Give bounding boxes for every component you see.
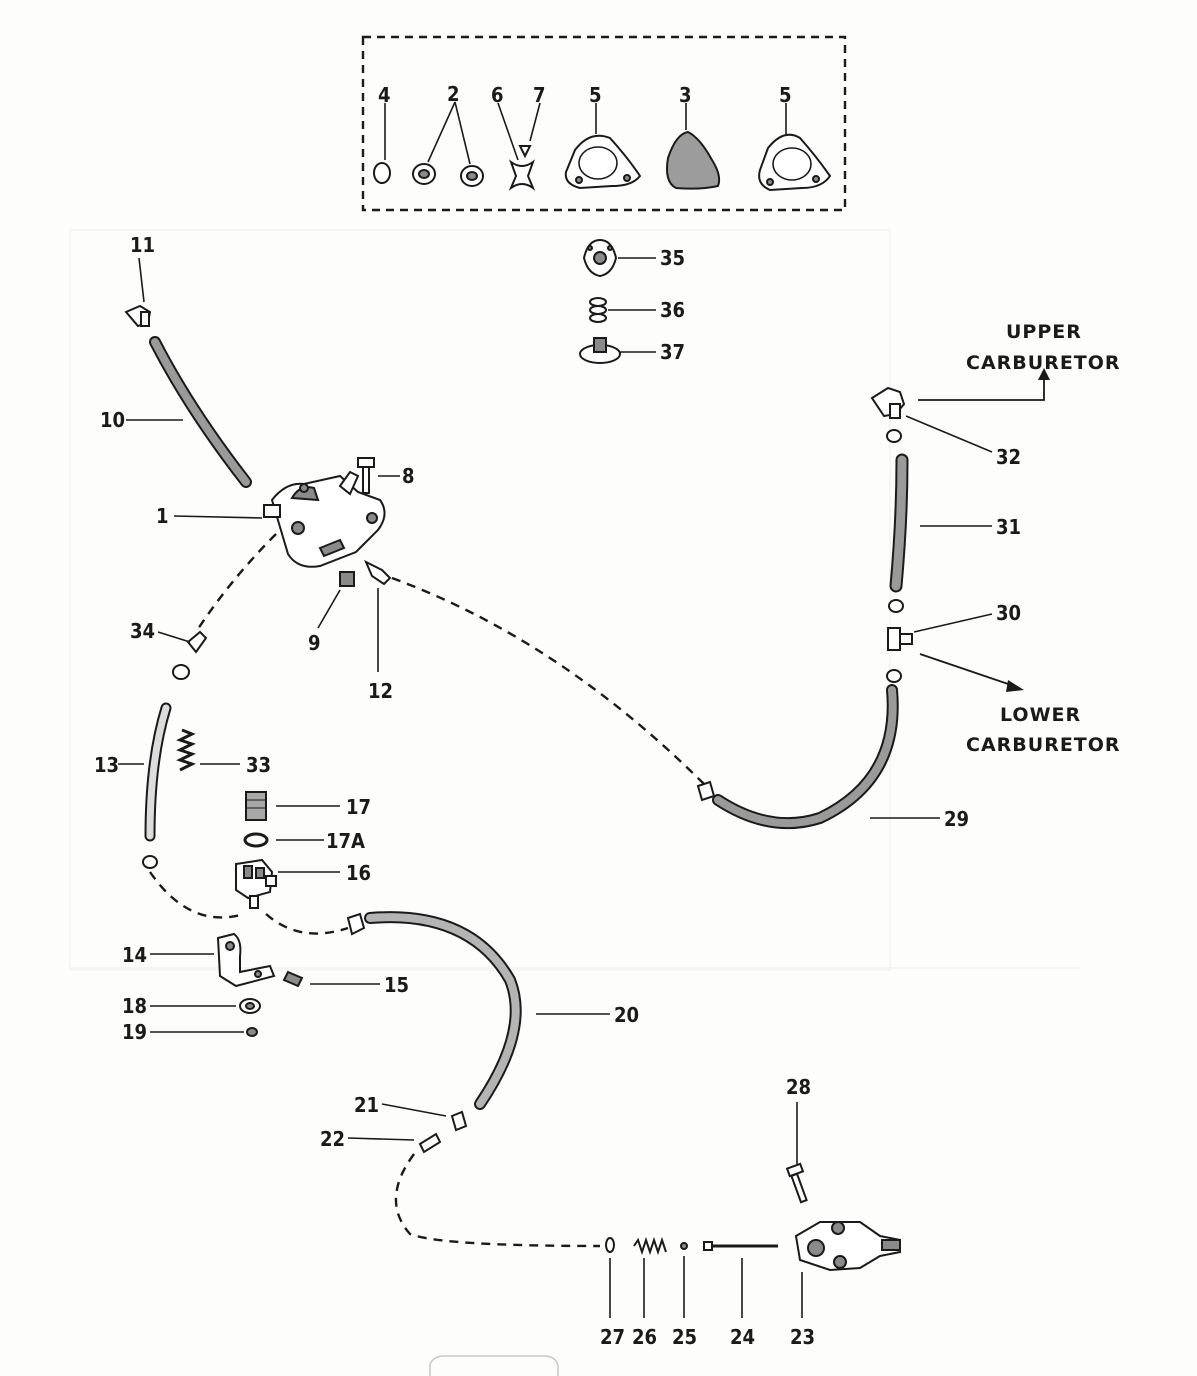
part-5-gasket-right xyxy=(758,133,832,192)
part-14-bracket xyxy=(216,932,276,988)
callout-9: 9 xyxy=(308,631,321,655)
upper-carburetor-label-line1: UPPER xyxy=(1006,321,1082,343)
callout-15: 15 xyxy=(384,973,409,997)
part-31-hose xyxy=(889,453,909,593)
part-19-nut xyxy=(246,1027,258,1037)
bleed-through-ghost xyxy=(69,229,1080,971)
part-30-tee-fitting xyxy=(887,627,913,651)
callout-6: 6 xyxy=(491,83,504,107)
part-5-gasket-left xyxy=(564,134,642,190)
part-37-diaphragm-plate xyxy=(579,337,621,364)
part-23-valve-body xyxy=(794,1221,901,1272)
part-35-cover xyxy=(582,238,618,278)
part-25-ball xyxy=(680,1242,688,1250)
callout-12: 12 xyxy=(368,679,393,703)
callout-30: 30 xyxy=(996,601,1021,625)
upper-carburetor-arrow xyxy=(918,368,1050,401)
part-18-washer xyxy=(239,998,261,1014)
part-2-check-valves xyxy=(412,163,484,187)
callout-27: 27 xyxy=(600,1325,625,1349)
part-33-spring xyxy=(176,728,196,772)
middle-clamp xyxy=(888,599,904,613)
callout-21: 21 xyxy=(354,1093,379,1117)
callout-28: 28 xyxy=(786,1075,811,1099)
upper-carburetor-label-line2: CARBURETOR xyxy=(966,352,1121,374)
callout-20: 20 xyxy=(614,1003,639,1027)
callout-4: 4 xyxy=(378,83,391,107)
clamp-hose-29-end xyxy=(696,780,716,802)
part-24-needle xyxy=(703,1241,778,1251)
callout-34: 34 xyxy=(130,619,155,643)
part-6-retainer xyxy=(508,159,536,191)
clamp-left-lower xyxy=(142,855,158,869)
repair-kit-box xyxy=(361,35,847,212)
callout-35: 35 xyxy=(660,246,685,270)
part-15-screw xyxy=(282,970,304,988)
part-17-filter-element xyxy=(245,791,267,821)
part-26-spring xyxy=(633,1236,667,1256)
part-27-o-ring xyxy=(605,1237,615,1253)
callout-1: 1 xyxy=(156,504,169,528)
page-edge-tab xyxy=(429,1355,559,1376)
callout-18: 18 xyxy=(122,994,147,1018)
part-8-screw xyxy=(357,457,375,494)
lower-clamp xyxy=(886,669,902,683)
part-34-fitting xyxy=(186,630,208,654)
lower-carburetor-arrow xyxy=(919,653,1024,692)
part-36-spring xyxy=(589,297,607,323)
part-22-fitting xyxy=(418,1132,442,1154)
part-34-clamp xyxy=(172,664,190,680)
callout-10: 10 xyxy=(100,408,125,432)
part-7-screw xyxy=(518,145,532,159)
part-21-clamp xyxy=(450,1110,468,1132)
callout-16: 16 xyxy=(346,861,371,885)
part-16-filter-housing xyxy=(235,858,277,909)
callout-17: 17 xyxy=(346,795,371,819)
part-3-diaphragm xyxy=(666,130,721,190)
callout-24: 24 xyxy=(730,1325,755,1349)
callout-33: 33 xyxy=(246,753,271,777)
callout-25: 25 xyxy=(672,1325,697,1349)
part-1-fuel-pump xyxy=(263,470,386,568)
callout-5b: 5 xyxy=(779,83,792,107)
part-10-hose xyxy=(149,336,252,488)
part-4-o-ring xyxy=(373,162,391,184)
part-29-hose xyxy=(712,684,899,830)
callout-26: 26 xyxy=(632,1325,657,1349)
callout-23: 23 xyxy=(790,1325,815,1349)
part-12-elbow xyxy=(364,559,392,586)
callout-11: 11 xyxy=(130,233,155,257)
part-11-elbow-fitting xyxy=(124,304,152,328)
callout-13: 13 xyxy=(94,753,119,777)
part-9-plug xyxy=(339,571,355,587)
callout-36: 36 xyxy=(660,298,685,322)
callout-7: 7 xyxy=(533,83,546,107)
upper-clamp xyxy=(886,429,902,443)
part-20-hose xyxy=(364,911,522,1110)
lower-carburetor-label-line2: CARBURETOR xyxy=(966,734,1121,756)
callout-2: 2 xyxy=(447,82,460,106)
callout-22: 22 xyxy=(320,1127,345,1151)
lower-carburetor-label-line1: LOWER xyxy=(1000,704,1081,726)
callout-17a: 17A xyxy=(326,829,365,853)
callout-19: 19 xyxy=(122,1020,147,1044)
callout-29: 29 xyxy=(944,807,969,831)
callout-8: 8 xyxy=(402,464,415,488)
callout-5a: 5 xyxy=(589,83,602,107)
part-13-hose xyxy=(144,702,172,842)
part-17a-o-ring xyxy=(243,832,269,848)
callout-14: 14 xyxy=(122,943,147,967)
callout-3: 3 xyxy=(679,83,692,107)
callout-32: 32 xyxy=(996,445,1021,469)
callout-31: 31 xyxy=(996,515,1021,539)
callout-37: 37 xyxy=(660,340,685,364)
part-28-screw xyxy=(785,1162,808,1204)
part-32-elbow-fitting xyxy=(870,386,906,419)
clamp-hose-20-top xyxy=(346,912,366,936)
